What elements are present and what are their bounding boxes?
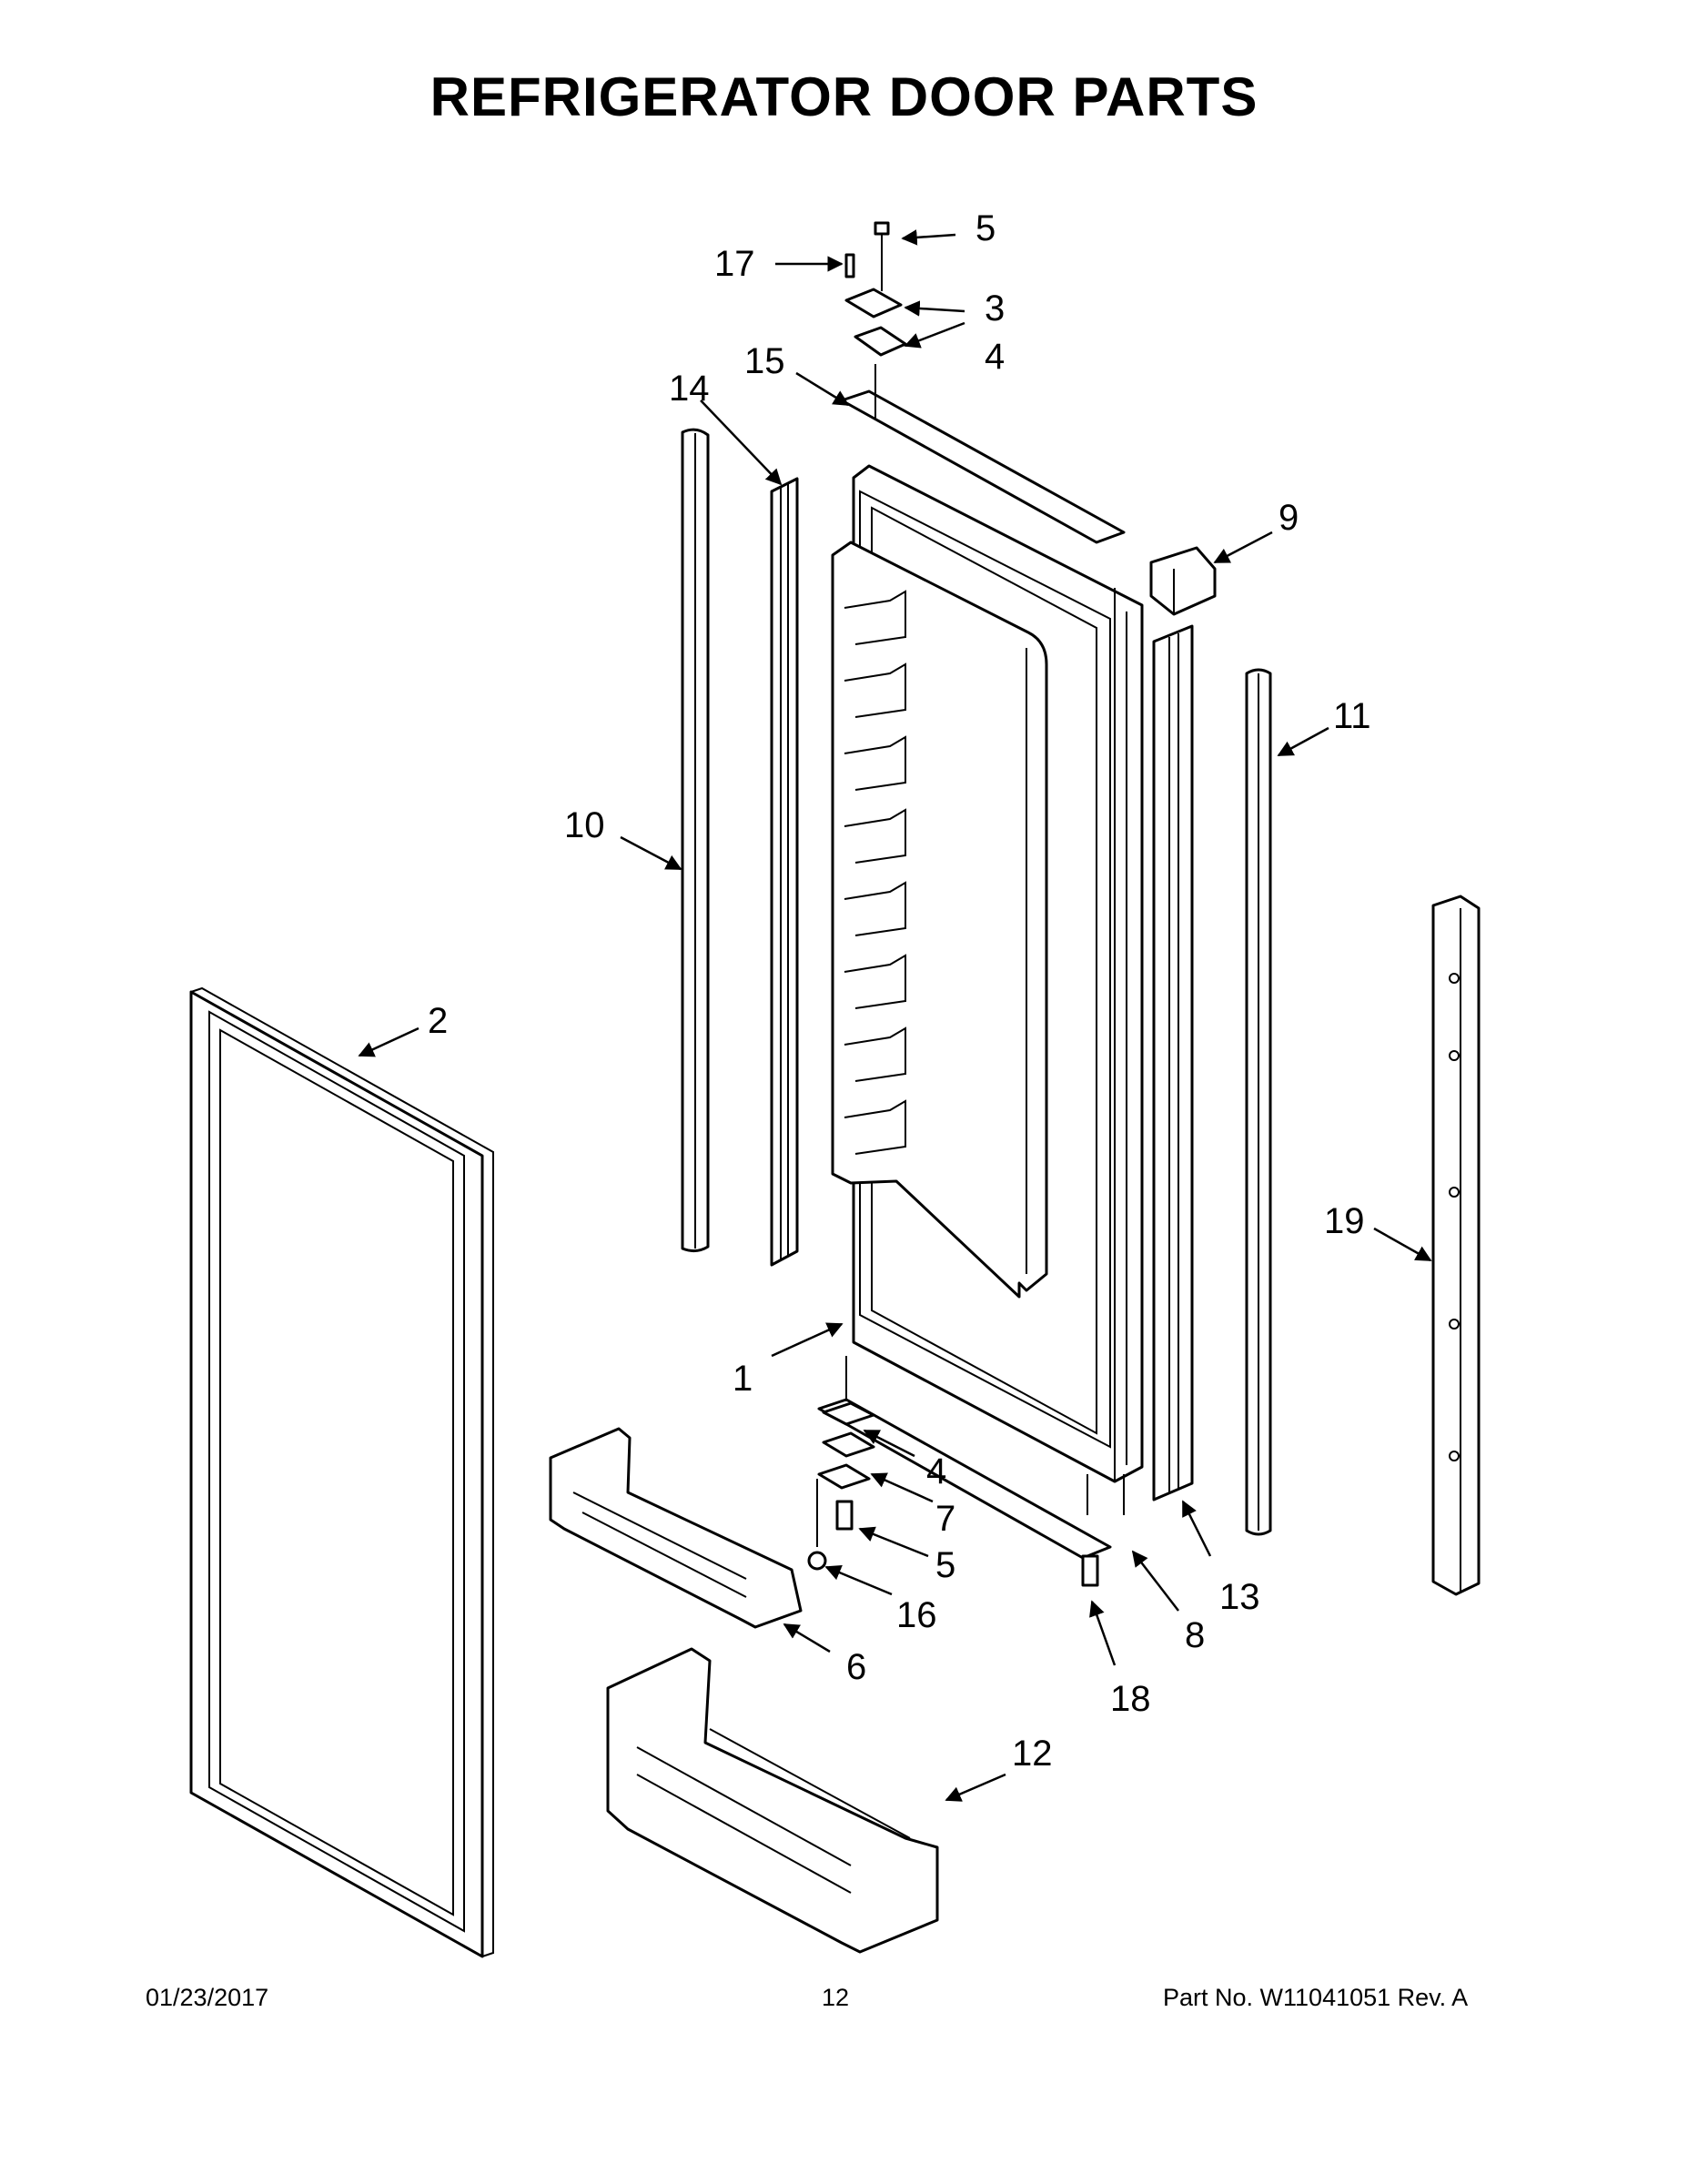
- callout-4-top: 4: [985, 337, 1005, 377]
- callout-3: 3: [985, 288, 1005, 329]
- callout-16: 16: [896, 1595, 937, 1635]
- right-channel-part: [1152, 624, 1194, 1502]
- callout-6: 6: [846, 1647, 866, 1687]
- door-gasket-part: [189, 986, 494, 1958]
- callout-17: 17: [714, 244, 755, 284]
- callout-10: 10: [564, 805, 605, 845]
- top-hinge-hardware: [844, 221, 907, 419]
- callout-11: 11: [1333, 696, 1371, 736]
- callout-9: 9: [1279, 498, 1299, 538]
- door-assembly-part: [831, 464, 1144, 1483]
- door-bin-part-6: [549, 1427, 803, 1629]
- callout-1: 1: [733, 1359, 753, 1399]
- left-door-trim-part: [681, 428, 710, 1253]
- callout-4-bottom: 4: [926, 1451, 946, 1491]
- callout-7: 7: [935, 1499, 955, 1539]
- callout-5-bottom: 5: [935, 1545, 955, 1585]
- door-bin-part-12: [606, 1647, 939, 1954]
- footer-date: 01/23/2017: [146, 1984, 269, 2011]
- footer-part-number: Part No. W11041051 Rev. A: [1163, 1984, 1469, 2011]
- callout-15: 15: [744, 341, 785, 381]
- callout-19: 19: [1324, 1201, 1365, 1241]
- footer-page-number: 12: [822, 1984, 850, 2011]
- bottom-hinge-hardware: [807, 1356, 1125, 1587]
- callout-13: 13: [1219, 1577, 1260, 1617]
- callout-12: 12: [1012, 1734, 1053, 1774]
- top-hinge-plate-part: [840, 389, 1126, 544]
- hinge-cover-part: [1149, 546, 1217, 616]
- callout-5-top: 5: [975, 208, 996, 248]
- callout-8: 8: [1185, 1615, 1205, 1655]
- callout-2: 2: [428, 1001, 448, 1041]
- page-title: REFRIGERATOR DOOR PARTS: [430, 66, 1258, 127]
- callout-14: 14: [669, 369, 710, 409]
- callout-18: 18: [1110, 1679, 1151, 1719]
- left-channel-part: [770, 477, 799, 1267]
- right-door-trim-part: [1245, 668, 1272, 1536]
- leader-lines: [358, 229, 1432, 1802]
- door-handle-bracket-part: [1431, 895, 1481, 1596]
